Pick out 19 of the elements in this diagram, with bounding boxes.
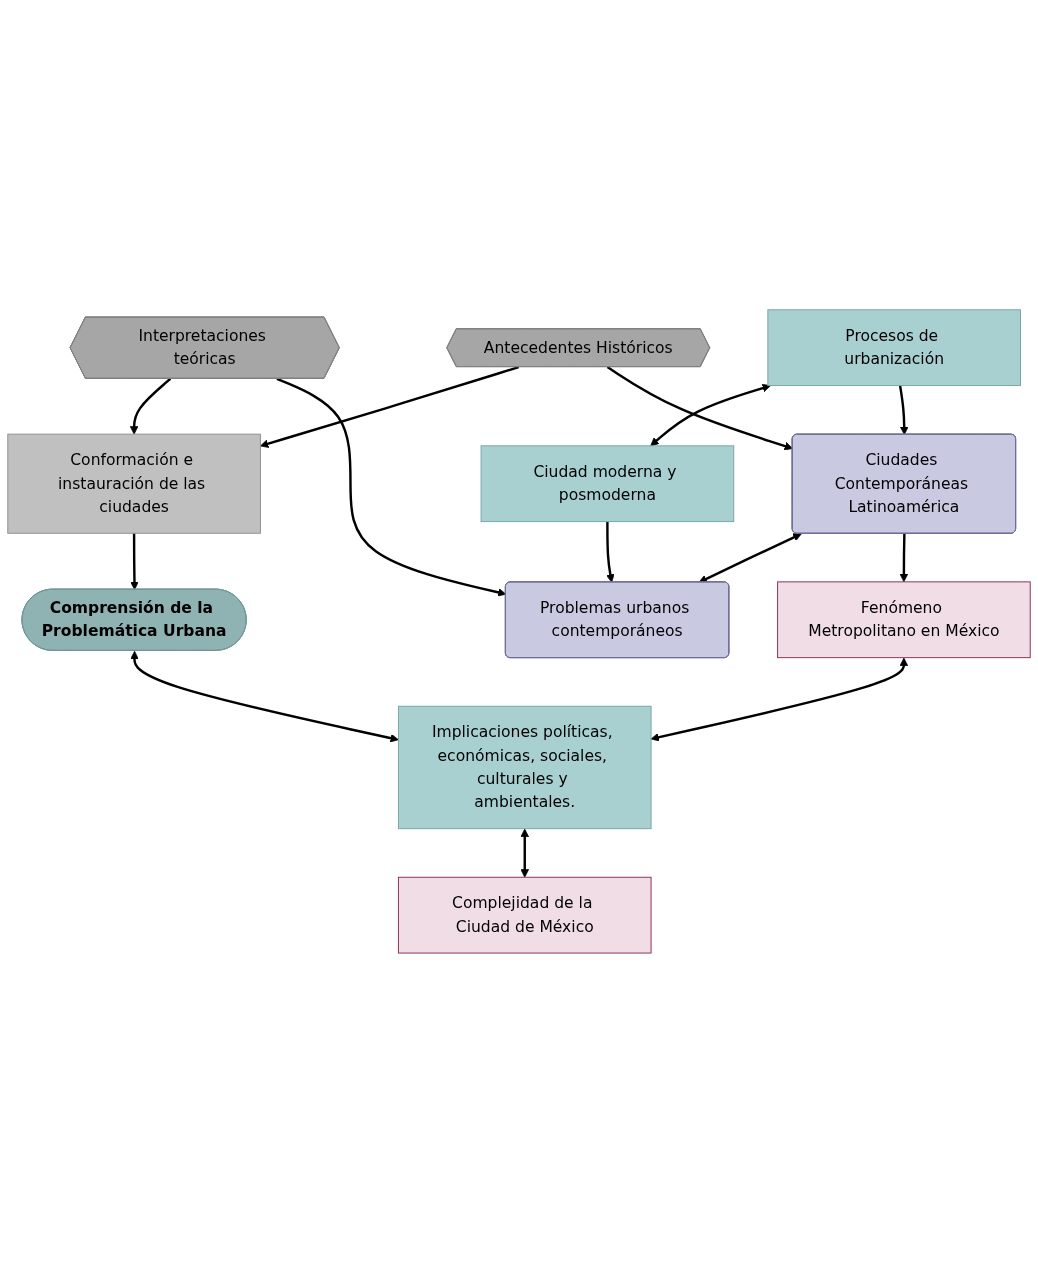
arrow xyxy=(130,532,139,590)
node-box: Ciudad moderna y posmoderna xyxy=(480,444,735,522)
node-box: Implicaciones políticas, económicas, sociales, culturales y ambientales. xyxy=(397,705,652,829)
arrow xyxy=(899,533,909,582)
node-box: Conformación e instauración de las ciudades xyxy=(7,433,261,534)
node-box: Procesos de urbanización xyxy=(767,308,1021,386)
arrow xyxy=(276,377,507,597)
arrow xyxy=(130,650,399,742)
node-box: Fenómeno Metropolitano en México xyxy=(777,580,1031,658)
arrow xyxy=(650,383,771,446)
arrow xyxy=(650,657,909,741)
arrow xyxy=(260,365,520,448)
arrow xyxy=(606,365,793,450)
arrow xyxy=(606,521,615,583)
node-box: Complejidad de la Ciudad de México xyxy=(397,876,652,954)
arrow xyxy=(129,377,172,435)
arrow xyxy=(898,384,909,435)
arrow xyxy=(520,828,530,878)
arrow xyxy=(698,532,802,583)
